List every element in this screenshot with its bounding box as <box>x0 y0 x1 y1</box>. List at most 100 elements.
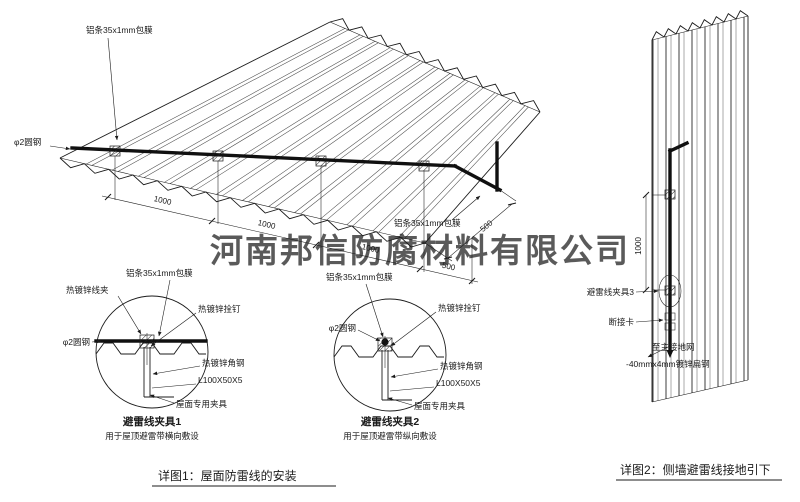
wire-clamp <box>315 155 327 167</box>
roof-back-corrugation-profile <box>329 18 541 113</box>
detail-circle-2: 铝条35x1mm包膜 热镀锌拴钉 φ2圆钢 热镀锌角钢 L100X50X5 屋面… <box>326 272 483 441</box>
dim-tick <box>642 286 650 294</box>
dim-tick <box>104 193 112 201</box>
corrugation-ridge-line <box>143 42 379 178</box>
wall-bottom-edge <box>651 379 749 403</box>
corrugation-ridge-line <box>274 74 454 209</box>
corrugation-ridge-line <box>190 53 406 189</box>
label-round-steel-main: φ2圆钢 <box>14 137 41 147</box>
label-roof-clamp-detail1: 屋面专用夹具 <box>176 399 228 409</box>
leader-angle-size-detail2 <box>389 386 435 392</box>
dim-tick <box>443 256 453 260</box>
corrugation-ridge-line <box>91 29 349 166</box>
corrugation-ridge-line <box>85 28 346 165</box>
roof-bottom-dimension-chain: 1000 1000 1000 500 <box>101 156 479 285</box>
label-stud-detail1: 热镀锌拴钉 <box>198 304 241 314</box>
side-wall-view: 1000 避雷线夹具3 断接卡 至主接地网 -40mmx4mm镀锌扁钢 <box>587 10 749 403</box>
corrugation-ridge-line <box>352 93 499 227</box>
corrugation-ridge-line <box>300 81 469 215</box>
wall-wire-clamp <box>664 285 676 296</box>
label-stud-detail2: 热镀锌拴钉 <box>438 303 481 313</box>
corrugation-ridge-line <box>117 36 364 172</box>
label-galv-clamp-1: 热镀锌线夹 <box>66 285 109 295</box>
label-rod-detail1: φ2圆钢 <box>63 337 90 347</box>
leader-strip-top <box>107 37 119 141</box>
disconnect-card-lower <box>664 322 676 331</box>
label-roof-clamp-detail2: 屋面专用夹具 <box>414 401 466 411</box>
leader-angle-detail1 <box>152 365 201 376</box>
dim-tick <box>208 217 216 225</box>
wire-clamp <box>212 150 224 162</box>
label-to-ground: 至主接地网 <box>652 342 695 352</box>
label-aluminum-strip-top: 铝条35x1mm包膜 <box>86 25 153 35</box>
leader-rod-detail2 <box>357 329 381 342</box>
leader-disconnect-card <box>635 318 664 323</box>
leader-roof-clamp-detail2 <box>387 397 413 406</box>
label-strip-detail2: 铝条35x1mm包膜 <box>326 272 393 282</box>
down-lead-arrow <box>666 350 674 358</box>
roof-left-edge <box>59 21 331 159</box>
roof-back-edge-line <box>329 21 541 113</box>
label-aluminum-strip-right: 铝条35x1mm包膜 <box>394 218 461 228</box>
label-wall-clamp3: 避雷线夹具3 <box>587 287 635 297</box>
captions: 详图1：屋面防雷线的安装 详图2：侧墙避雷线接地引下 <box>152 462 782 487</box>
wire-clamp <box>418 160 430 172</box>
leader-to-ground <box>647 345 671 358</box>
dim-tick <box>468 277 476 285</box>
label-angle-detail2: 热镀锌角钢 <box>440 361 483 371</box>
caption-detail1: 详图1：屋面防雷线的安装 <box>158 468 297 483</box>
leader-strip-right <box>451 195 481 221</box>
roof-panel-face <box>60 22 540 243</box>
label-angle-size-detail2: L100X50X5 <box>436 378 481 388</box>
dim-1000-wall: 1000 <box>634 237 643 255</box>
lightning-wire-main-run <box>70 146 457 168</box>
corrugation-ridge-line <box>222 61 424 197</box>
detail2-subtitle: 用于屋顶避雷带纵向敷设 <box>343 431 437 441</box>
label-strip-detail1: 铝条35x1mm包膜 <box>126 268 193 278</box>
detail2-title: 避雷线夹具2 <box>360 415 419 428</box>
leader-stud-detail1 <box>150 312 197 347</box>
roof-front-edge-line <box>59 157 426 244</box>
corrugation-ridge-line <box>196 55 409 190</box>
label-disconnect-card: 断接卡 <box>608 317 634 327</box>
corrugation-ridge-line <box>268 73 451 207</box>
leader-wall-clamp3 <box>635 289 659 293</box>
leader-roof-clamp-detail1 <box>149 394 175 404</box>
dim-tick <box>642 191 650 199</box>
detail-circle-outline <box>95 295 209 409</box>
dim-tick <box>312 241 320 249</box>
clamp-callout-ellipse <box>658 274 682 308</box>
roof-front-corrugation-profile <box>59 157 426 248</box>
label-rod-detail2: φ2圆钢 <box>329 323 356 333</box>
wire-clamp <box>109 145 121 157</box>
down-lead-top-bend <box>667 140 690 154</box>
leader-round-steel-main <box>49 145 71 151</box>
disconnect-card-upper <box>664 312 676 321</box>
caption-detail2: 详图2：侧墙避雷线接地引下 <box>620 462 771 477</box>
dim-1000-b: 1000 <box>257 218 277 231</box>
leader-rod-detail1 <box>91 339 102 344</box>
leader-stud-detail2 <box>390 311 437 347</box>
leader-angle-size-detail1 <box>151 383 197 389</box>
label-angle-size-detail1: L100X50X5 <box>198 375 243 385</box>
detail1-subtitle: 用于屋顶避雷带横向敷设 <box>105 431 199 441</box>
detail-circle-1: 热镀锌线夹 铝条35x1mm包膜 热镀锌拴钉 φ2圆钢 热镀锌角钢 L100X5… <box>63 268 245 441</box>
wall-wire-clamp <box>664 189 676 200</box>
wall-panel-face <box>652 16 748 402</box>
leader-galv-clamp-1 <box>117 295 142 335</box>
roof-right-edge <box>424 111 541 244</box>
corrugation-ridge-line <box>242 66 436 201</box>
detail1-title: 避雷线夹具1 <box>122 415 181 428</box>
dimension-line <box>447 203 513 259</box>
leader-strip-detail1 <box>158 279 171 337</box>
dim-tick <box>416 265 424 273</box>
lightning-wire-elbow <box>452 163 503 193</box>
corrugation-ridge-line <box>320 86 481 219</box>
corrugation-ridge-line <box>346 92 496 226</box>
label-angle-detail1: 热镀锌角钢 <box>202 358 245 368</box>
label-flat-steel: -40mmx4mm镀锌扁钢 <box>626 359 710 369</box>
leader-strip-detail2 <box>365 283 384 338</box>
dim-1000-a: 1000 <box>153 194 173 207</box>
dim-500-a: 500 <box>441 261 457 273</box>
